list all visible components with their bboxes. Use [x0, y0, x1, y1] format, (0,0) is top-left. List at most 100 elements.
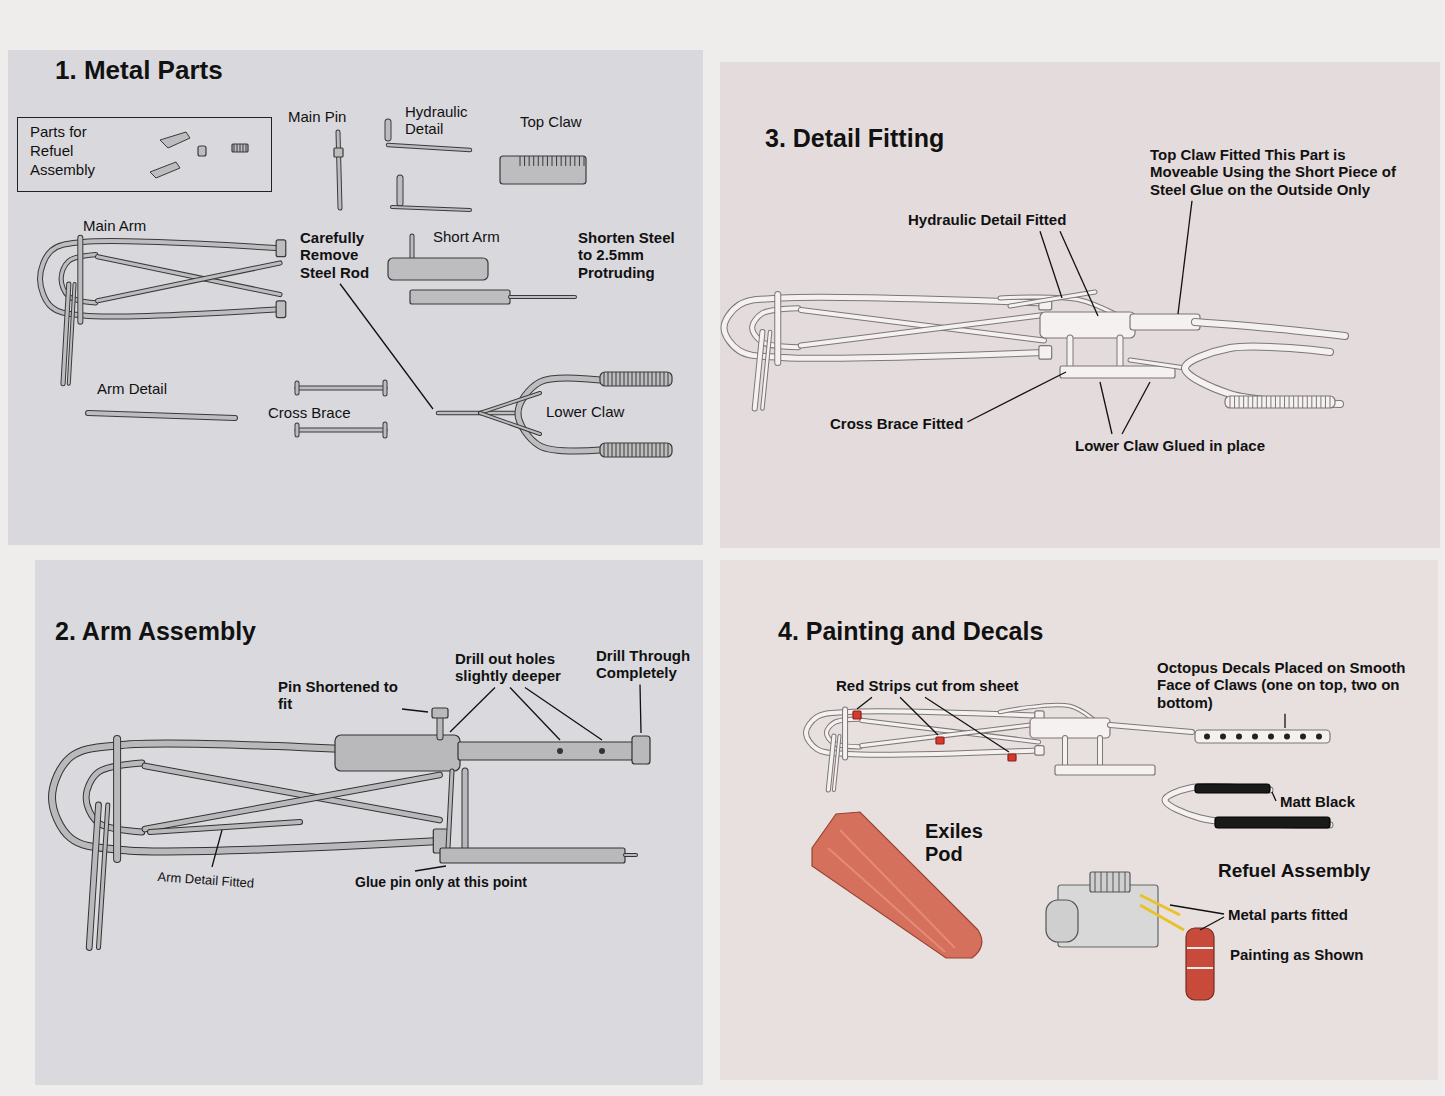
leader-lines — [212, 201, 1285, 930]
part-outline — [69, 284, 75, 384]
part-name: Arm Detail Fitted — [157, 870, 255, 892]
part-outline — [625, 853, 636, 857]
part-block — [232, 144, 248, 152]
claw-tooth — [604, 372, 605, 386]
claw-tooth — [552, 156, 553, 166]
claw-tooth — [648, 372, 649, 386]
part-body — [99, 805, 108, 948]
claw-tooth — [1248, 396, 1249, 408]
octopus-decal — [1284, 734, 1290, 740]
claw-tooth — [570, 156, 571, 166]
refuel-part — [150, 162, 180, 178]
claw-tooth — [1298, 396, 1299, 408]
claw-tooth — [1320, 396, 1321, 408]
leader-line — [1200, 917, 1224, 930]
part-block — [1225, 396, 1335, 408]
part-block — [500, 156, 586, 184]
part-body — [78, 238, 82, 322]
part-outline — [774, 295, 781, 363]
part-body — [1110, 725, 1192, 732]
part-outline — [297, 428, 385, 433]
parts-box: Parts for Refuel Assembly — [17, 117, 272, 192]
part-name: Hydraulic Detail — [405, 103, 485, 138]
part-outline — [1110, 725, 1192, 732]
part-block — [1060, 366, 1175, 378]
part-block — [440, 848, 625, 863]
part-outline — [150, 822, 300, 832]
claw-tooth — [636, 372, 637, 386]
part-body — [1185, 346, 1340, 404]
part-outline — [1130, 360, 1185, 368]
claw-tooth — [652, 443, 653, 457]
claw-tooth — [561, 156, 562, 166]
octopus-decal — [1220, 734, 1226, 740]
part-block — [432, 708, 448, 718]
claw-tooth — [608, 372, 609, 386]
leader-line — [450, 688, 495, 733]
part-outline — [462, 771, 469, 848]
leader-line — [1100, 382, 1112, 434]
part-body — [438, 716, 443, 737]
claw-tooth — [547, 156, 548, 166]
claw-tooth — [660, 372, 661, 386]
part-outline — [98, 263, 280, 301]
part-body — [843, 710, 847, 758]
part-outline — [77, 238, 83, 322]
claw-tooth — [240, 144, 241, 152]
part-name: Short Arm — [433, 228, 500, 245]
part-body — [398, 178, 403, 203]
part-block — [334, 148, 343, 157]
claw-tooth — [644, 372, 645, 386]
part-body — [145, 766, 440, 820]
claw-tooth — [644, 443, 645, 457]
instruction-note: Red Strips cut from sheet — [836, 677, 1019, 694]
claw-tooth — [243, 144, 244, 152]
part-outline — [338, 132, 340, 208]
leader-line — [1284, 714, 1285, 728]
box-label: Parts for Refuel Assembly — [30, 123, 115, 179]
part-body — [1010, 292, 1095, 306]
claw-tooth — [237, 144, 238, 152]
part-outline — [383, 382, 388, 394]
part-block — [1030, 718, 1110, 738]
part-block — [600, 372, 672, 386]
octopus-decal — [1300, 734, 1306, 740]
part-block — [1186, 928, 1214, 1000]
part-outline — [834, 736, 840, 790]
refuel-wire — [1140, 905, 1184, 930]
metal-parts-figure — [40, 122, 672, 457]
part-outline — [89, 805, 98, 948]
part-outline — [480, 413, 540, 434]
part-body — [1130, 360, 1185, 368]
claw-tooth — [620, 372, 621, 386]
part-body — [762, 332, 770, 409]
step-panel: 2. Arm Assembly — [35, 560, 709, 1085]
claw-tooth — [565, 156, 566, 166]
instruction-note: Shorten Steel to 2.5mm Protruding — [578, 229, 690, 281]
claw-tooth — [612, 443, 613, 457]
part-outline — [755, 332, 763, 409]
claw-tooth — [520, 156, 521, 166]
claw-tooth — [664, 372, 665, 386]
instruction-note: Octopus Decals Placed on Smooth Face of … — [1157, 659, 1422, 711]
leader-line — [402, 709, 428, 712]
part-body — [114, 739, 120, 859]
part-outline — [480, 393, 540, 413]
leader-line — [640, 685, 641, 734]
part-outline — [1185, 346, 1340, 404]
instruction-note: Exiles Pod — [925, 820, 997, 866]
leader-line — [900, 697, 938, 735]
leader-line — [510, 688, 560, 741]
claw-tooth — [1243, 396, 1244, 408]
part-outline — [510, 295, 575, 299]
part-outline — [724, 297, 1044, 358]
part-body — [384, 424, 387, 436]
part-outline — [1010, 292, 1095, 306]
claw-tooth — [1107, 872, 1108, 892]
claw-tooth — [1234, 396, 1235, 408]
part-outline — [1117, 338, 1124, 370]
claw-tooth — [1266, 396, 1267, 408]
part-body — [755, 332, 763, 409]
